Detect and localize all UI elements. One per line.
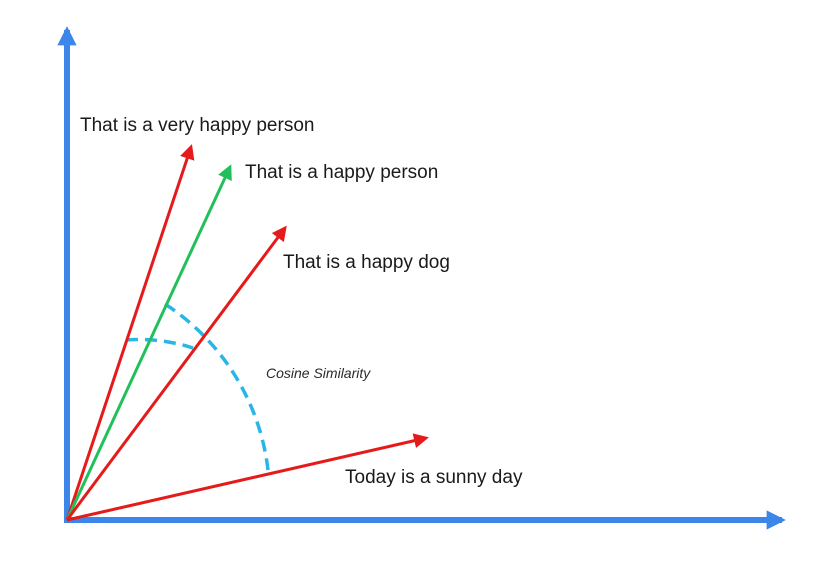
- label-very-happy-person: That is a very happy person: [80, 115, 314, 136]
- cosine-similarity-label: Cosine Similarity: [266, 365, 371, 381]
- vector-very-happy-person: [65, 144, 195, 521]
- label-happy-person: That is a happy person: [245, 162, 438, 183]
- similarity-arc-inner: [125, 337, 194, 350]
- vector-sunny-day: [66, 433, 429, 522]
- vector-happy-dog: [65, 225, 287, 521]
- similarity-arc-outer: [164, 302, 270, 471]
- label-sunny-day: Today is a sunny day: [345, 467, 523, 488]
- label-happy-dog: That is a happy dog: [283, 252, 450, 273]
- vector-happy-person: [65, 164, 232, 521]
